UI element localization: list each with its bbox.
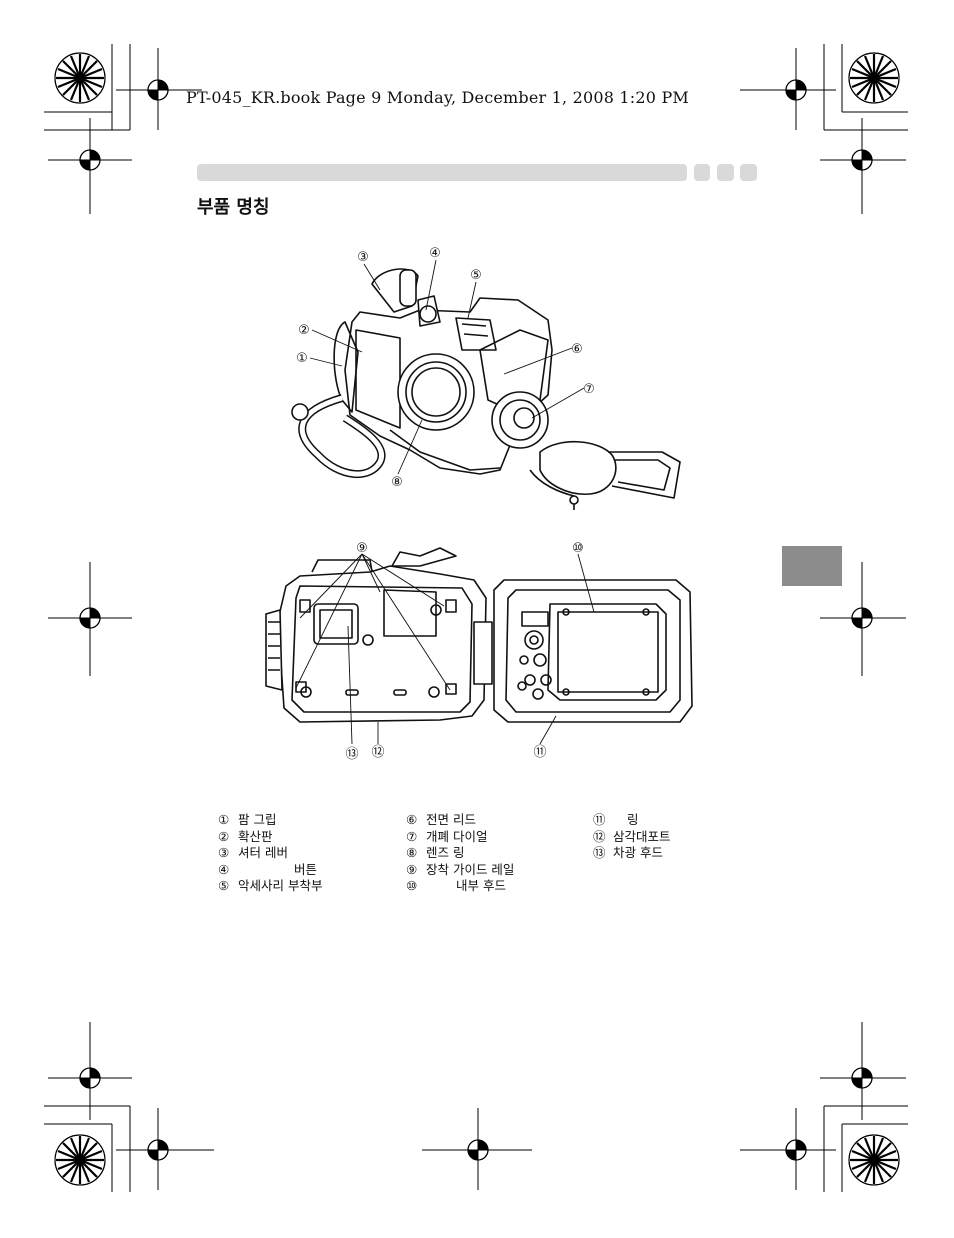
legend-label: 확산판 <box>237 828 273 844</box>
legend-number: ① <box>218 812 230 827</box>
legend-item: ⑪ 링 <box>593 812 671 829</box>
legend-label: 악세사리 부착부 <box>237 878 323 894</box>
legend-number: ④ <box>218 861 230 877</box>
legend-column-1: ① 팜 그립 ② 확산판 ③ 셔터 레버 ④ 버튼 ⑤ 악세사리 부착부 <box>218 812 322 895</box>
legend-number: ③ <box>218 845 230 861</box>
callout-3: ③ <box>357 250 369 265</box>
page-title: 부품 명칭 <box>197 197 270 218</box>
legend-item: ⑨ 장착 가이드 레일 <box>406 862 514 879</box>
legend-item: ⑦ 개폐 다이얼 <box>406 829 514 846</box>
callout-9: ⑨ <box>356 541 368 556</box>
callout-4: ④ <box>429 246 441 261</box>
legend-number: ⑦ <box>406 828 418 844</box>
legend-label: 삼각대포트 <box>612 828 671 844</box>
section-bar <box>197 164 687 181</box>
callout-6: ⑥ <box>571 342 583 357</box>
legend-label: 전면 리드 <box>425 812 476 827</box>
legend-label: 내부 후드 <box>455 878 506 894</box>
legend-label: 렌즈 링 <box>425 845 465 861</box>
legend-item: ⑫ 삼각대포트 <box>593 829 671 846</box>
legend-item: ⑩ 내부 후드 <box>406 878 514 895</box>
crop-marks <box>44 44 908 1192</box>
legend-item: ③ 셔터 레버 <box>218 845 322 862</box>
callout-8: ⑧ <box>391 475 403 490</box>
section-bar-block-2 <box>717 164 734 181</box>
section-bar-block-1 <box>694 164 710 181</box>
callout-2: ② <box>298 323 310 338</box>
callout-13: ⑬ <box>345 747 358 762</box>
legend-number: ⑪ <box>593 812 606 827</box>
legend-label: 팜 그립 <box>237 812 277 827</box>
legend-number: ⑩ <box>406 878 418 894</box>
legend-item: ⑥ 전면 리드 <box>406 812 514 829</box>
legend-item: ① 팜 그립 <box>218 812 322 829</box>
callout-11: ⑪ <box>533 745 546 760</box>
legend-number: ⑬ <box>593 845 606 861</box>
legend-column-3: ⑪ 링 ⑫ 삼각대포트 ⑬ 차광 후드 <box>593 812 671 862</box>
book-header: PT-045_KR.book Page 9 Monday, December 1… <box>186 88 689 107</box>
callout-5: ⑤ <box>470 268 482 283</box>
legend-item: ② 확산판 <box>218 829 322 846</box>
legend-label: 링 <box>626 812 639 827</box>
legend-number: ⑤ <box>218 878 230 894</box>
legend-label: 개폐 다이얼 <box>425 828 488 844</box>
legend-label: 장착 가이드 레일 <box>425 861 515 877</box>
legend-number: ② <box>218 828 230 844</box>
callout-7: ⑦ <box>583 382 595 397</box>
legend-item: ⑧ 렌즈 링 <box>406 845 514 862</box>
legend-item: ④ 버튼 <box>218 862 322 879</box>
chapter-tab <box>782 546 842 586</box>
callout-10: ⑩ <box>572 541 584 556</box>
legend-item: ⑬ 차광 후드 <box>593 845 671 862</box>
legend-label: 셔터 레버 <box>237 845 288 861</box>
legend-column-2: ⑥ 전면 리드 ⑦ 개폐 다이얼 ⑧ 렌즈 링 ⑨ 장착 가이드 레일 ⑩ 내부… <box>406 812 514 895</box>
legend-label: 차광 후드 <box>612 845 663 861</box>
section-bar-block-3 <box>740 164 757 181</box>
legend-number: ⑨ <box>406 861 418 877</box>
housing-open-illustration <box>265 547 693 723</box>
callout-12: ⑫ <box>371 745 384 760</box>
housing-front-illustration <box>291 268 681 510</box>
legend-number: ⑥ <box>406 812 418 827</box>
callout-1: ① <box>296 351 308 366</box>
legend-item: ⑤ 악세사리 부착부 <box>218 878 322 895</box>
legend-number: ⑧ <box>406 845 418 861</box>
legend-number: ⑫ <box>593 828 606 844</box>
legend-label: 버튼 <box>293 861 317 877</box>
